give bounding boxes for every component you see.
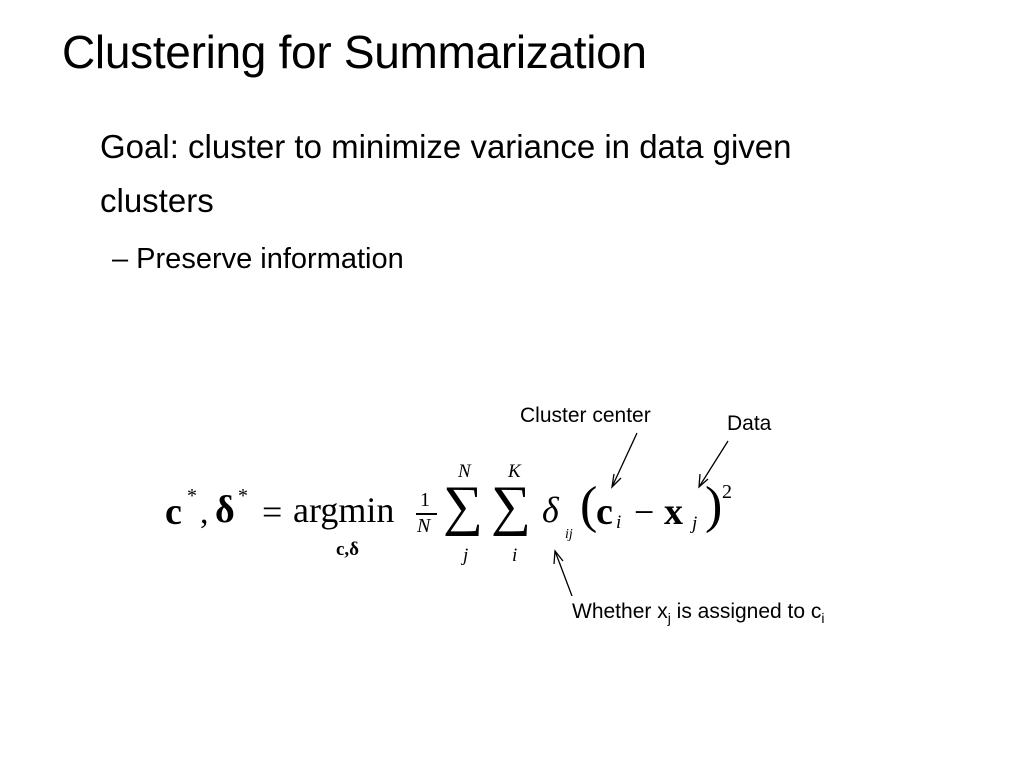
arrow-data — [698, 440, 729, 488]
formula-minus: − — [634, 492, 655, 532]
formula-argmin: argmin — [293, 490, 395, 530]
arrow-assignment — [554, 550, 573, 597]
formula-c-star: * — [187, 485, 197, 507]
sum2-upper-limit: K — [508, 461, 521, 482]
formula-delta-bold: δ — [215, 489, 235, 531]
annotation-assignment-sub-j: j — [667, 610, 671, 626]
formula-fraction-denominator: N — [417, 515, 431, 537]
formula-x-vector: x — [664, 491, 683, 533]
arrow-data-head — [698, 473, 709, 489]
sub-bullet-preserve: – Preserve information — [112, 243, 404, 275]
formula-exponent: 2 — [722, 481, 732, 503]
arrow-cluster-center — [611, 432, 638, 488]
formula-x-subscript: j — [692, 513, 698, 534]
annotation-assignment-sub-i: i — [821, 610, 825, 626]
annotation-assignment-prefix: Whether x — [572, 600, 668, 623]
formula-comma: , — [200, 494, 209, 531]
formula-delta-star: * — [238, 485, 248, 507]
arrow-assignment-head — [553, 549, 564, 565]
formula-c-subscript: i — [616, 512, 622, 533]
formula-c-vector: c — [596, 491, 613, 533]
formula-delta: δ — [542, 490, 559, 530]
bullet-goal: Goal: cluster to minimize variance in da… — [100, 128, 792, 219]
formula-argmin-subscript: c,δ — [336, 539, 360, 560]
sum1-symbol: ∑ — [443, 475, 483, 537]
annotation-assignment-middle: is assigned to c — [670, 600, 822, 623]
sum1-upper-limit: N — [458, 461, 471, 482]
formula-delta-subscript: ij — [565, 527, 573, 542]
sum2-lower-limit: i — [512, 545, 518, 566]
sum2-symbol: ∑ — [491, 475, 531, 537]
formula-fraction-bar — [416, 513, 437, 515]
arrow-cluster-center-head — [611, 473, 622, 489]
formula-fraction-numerator: 1 — [420, 489, 430, 511]
formula-equals: = — [262, 492, 283, 532]
formula-left-paren: ( — [580, 477, 598, 534]
annotation-data: Data — [727, 412, 772, 435]
annotation-assignment: Whether xj is assigned to ci — [572, 599, 825, 625]
slide-title: Clustering for Summarization — [62, 26, 647, 78]
formula-c: c — [165, 491, 182, 533]
sum1-lower-limit: j — [463, 545, 469, 566]
formula-right-paren: ) — [705, 477, 723, 534]
annotation-cluster-center: Cluster center — [520, 404, 651, 427]
